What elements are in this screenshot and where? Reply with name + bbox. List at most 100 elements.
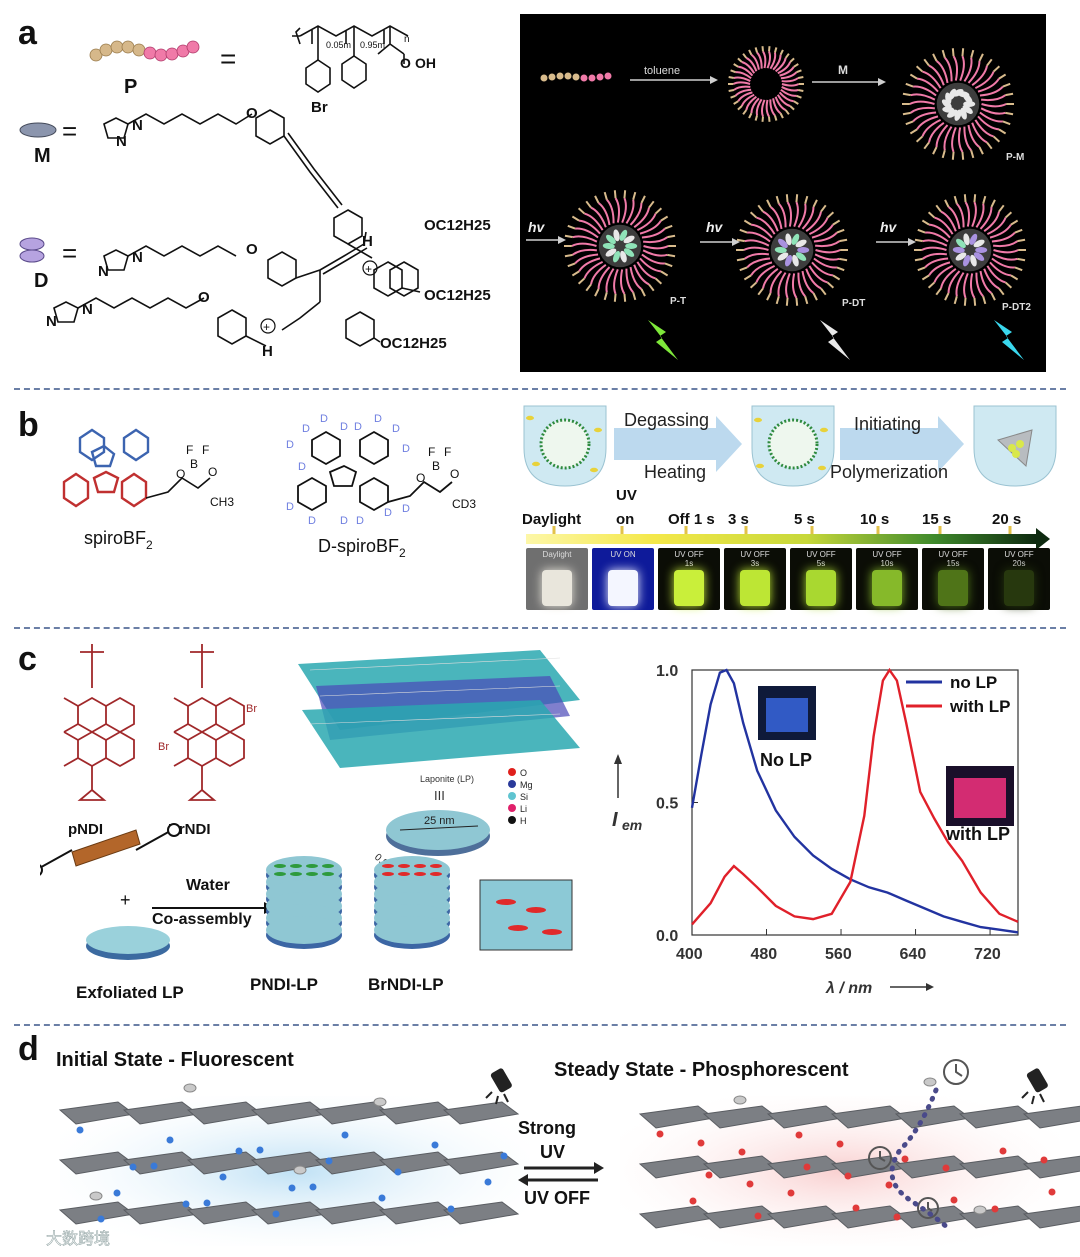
svg-text:M: M xyxy=(838,63,848,77)
timeline-label: 10 s xyxy=(860,511,889,528)
vial-photo: Daylight xyxy=(526,548,588,610)
phosphor-dot xyxy=(697,1139,705,1147)
dimer-d-structure xyxy=(53,231,419,347)
monomer-m-icon xyxy=(19,122,57,138)
timeline-label: on xyxy=(616,511,634,528)
element-label: Li xyxy=(520,804,527,814)
phosphor-dot xyxy=(795,1131,803,1139)
svg-text:Exfoliated LP: Exfoliated LP xyxy=(76,983,184,1002)
with-lp-photo-label: with LP xyxy=(945,824,1010,844)
y-tick-label: 0.0 xyxy=(656,928,678,945)
phosphor-dot xyxy=(656,1130,664,1138)
phosphor-dot xyxy=(1048,1188,1056,1196)
monomer-m-structure xyxy=(103,109,421,297)
oxygen-particle xyxy=(733,1095,747,1105)
phosphor-dot xyxy=(754,1212,762,1220)
phosphor-dot xyxy=(705,1171,713,1179)
svg-text:H: H xyxy=(362,233,373,250)
brndi-structure xyxy=(173,644,245,801)
timeline-label: 5 s xyxy=(794,511,815,528)
polymer-chain-icon xyxy=(540,72,612,82)
deuterium-label: D xyxy=(392,423,400,435)
x-tick-label: 560 xyxy=(825,946,852,963)
svg-text:Steady State - Phosphorescent: Steady State - Phosphorescent xyxy=(554,1059,849,1081)
deuterium-label: D xyxy=(384,507,392,519)
element-label: Mg xyxy=(520,780,533,790)
svg-text:O: O xyxy=(198,289,210,306)
yellow-particle xyxy=(526,415,534,421)
laponite-disc-icon xyxy=(386,810,490,850)
svg-text:OH: OH xyxy=(415,55,436,71)
yellow-particle xyxy=(532,461,540,467)
svg-text:Heating: Heating xyxy=(644,462,706,482)
panel-letter-d: d xyxy=(18,1030,39,1068)
fluorophore-dot xyxy=(166,1136,174,1144)
micelle-pm-icon xyxy=(902,48,1014,160)
lightning-bolt-icon xyxy=(994,320,1024,360)
phosphor-dot xyxy=(991,1205,999,1213)
vial-label: UV OFF 3s xyxy=(740,550,770,568)
vial-glow xyxy=(542,570,572,606)
element-label: H xyxy=(520,816,527,826)
arrow-initiating xyxy=(840,416,964,472)
svg-text:N: N xyxy=(98,263,109,280)
fluorophore-dot xyxy=(97,1215,105,1223)
oxygen-particle xyxy=(973,1205,987,1215)
svg-text:25 nm: 25 nm xyxy=(424,815,455,827)
vial-photo: UV OFF 20s xyxy=(988,548,1050,610)
svg-text:hv: hv xyxy=(528,219,546,235)
svg-text:0.95m: 0.95m xyxy=(360,40,385,50)
svg-text:N: N xyxy=(132,249,143,266)
oxygen-particle xyxy=(293,1165,307,1175)
fluorophore-dot xyxy=(378,1194,386,1202)
y-axis-label-sub: em xyxy=(622,817,642,833)
svg-text:O: O xyxy=(450,467,459,481)
fluorophore-dot xyxy=(219,1173,227,1181)
svg-text:0.05m: 0.05m xyxy=(326,40,351,50)
dimer-d-icon xyxy=(19,237,45,251)
phosphor-dot xyxy=(893,1213,901,1221)
element-dot xyxy=(508,768,516,776)
element-dot xyxy=(508,816,516,824)
vial-glow xyxy=(938,570,968,606)
svg-text:hv: hv xyxy=(706,219,724,235)
svg-text:Br: Br xyxy=(158,741,169,753)
fluorophore-dot xyxy=(447,1205,455,1213)
svg-text:Water: Water xyxy=(186,877,230,894)
svg-text:toluene: toluene xyxy=(644,65,680,77)
vial-label: Daylight xyxy=(542,550,572,559)
vial-photo: UV OFF 10s xyxy=(856,548,918,610)
element-dot xyxy=(508,780,516,788)
timeline-label: 20 s xyxy=(992,511,1021,528)
yellow-particle xyxy=(756,463,764,469)
vial-glow xyxy=(674,570,704,606)
svg-text:OC12H25: OC12H25 xyxy=(424,287,491,304)
phosphor-dot xyxy=(942,1164,950,1172)
exfoliated-disc-icon xyxy=(86,926,170,954)
fluorophore-dot xyxy=(325,1157,333,1165)
deuterium-label: D xyxy=(356,515,364,527)
y-tick-label: 0.5 xyxy=(656,796,678,813)
zoom-inset xyxy=(479,879,573,951)
phosphor-dot xyxy=(999,1147,1007,1155)
fluorophore-dot xyxy=(394,1168,402,1176)
arrow-degassing xyxy=(614,416,742,472)
element-dot xyxy=(508,804,516,812)
clay-sheet xyxy=(1022,1155,1080,1179)
svg-text:D: D xyxy=(34,270,48,292)
watermark: 大数跨境 xyxy=(46,1229,110,1248)
svg-text:P-DT: P-DT xyxy=(842,298,865,309)
spiro-fluorene-bottom-icon xyxy=(62,470,148,508)
fluorophore-dot xyxy=(256,1146,264,1154)
vial-label: UV OFF 20s xyxy=(1004,550,1034,568)
yellow-particle xyxy=(594,427,602,433)
svg-text:+: + xyxy=(263,320,270,334)
vial-label: UV OFF 5s xyxy=(806,550,836,568)
svg-text:D-spiroBF2: D-spiroBF2 xyxy=(318,536,406,560)
deuterium-label: D xyxy=(302,423,310,435)
svg-text:P-T: P-T xyxy=(670,296,686,307)
svg-text:Degassing: Degassing xyxy=(624,410,709,430)
micelle-pdt2-icon xyxy=(914,194,1026,306)
divider-bc xyxy=(14,627,1066,629)
svg-text:N: N xyxy=(82,301,93,318)
